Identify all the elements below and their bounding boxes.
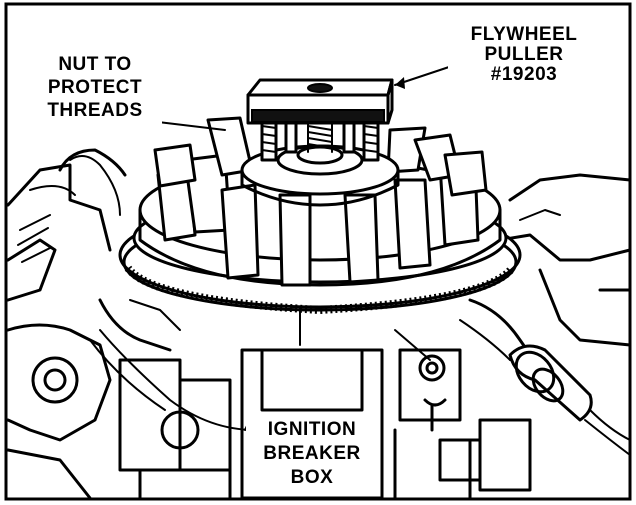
puller-label-bg <box>448 22 598 84</box>
flywheel <box>118 116 522 315</box>
label-nut-line2: PROTECT <box>48 77 142 98</box>
label-flywheel-puller-line2: PULLER <box>485 44 564 65</box>
label-ignition: IGNITION BREAKER BOX <box>263 419 360 488</box>
label-nut: NUT TO PROTECT THREADS <box>47 54 142 121</box>
label-flywheel-puller-line1: FLYWHEEL <box>471 24 578 45</box>
cooling-fins <box>153 116 488 287</box>
label-ignition-line2: BREAKER <box>263 443 360 464</box>
puller-arrowhead <box>395 77 405 89</box>
label-ignition-line3: BOX <box>291 467 334 488</box>
protect-nut <box>296 145 344 165</box>
label-nut-line3: THREADS <box>47 100 142 121</box>
puller-leader-line <box>394 64 456 86</box>
label-flywheel-puller-line3: #19203 <box>491 64 557 85</box>
ignition-label-bg <box>246 412 378 496</box>
center-thread <box>307 119 333 153</box>
label-flywheel-puller: FLYWHEEL PULLER #19203 <box>471 24 578 85</box>
spark-plug-boot <box>508 344 631 456</box>
nut-label-bg <box>26 52 162 124</box>
nut-leader-line <box>157 121 226 131</box>
flywheel-puller-tool <box>246 78 394 125</box>
engine-background <box>6 148 632 500</box>
label-ignition-line1: IGNITION <box>268 419 356 440</box>
label-nut-line1: NUT TO <box>58 54 131 75</box>
